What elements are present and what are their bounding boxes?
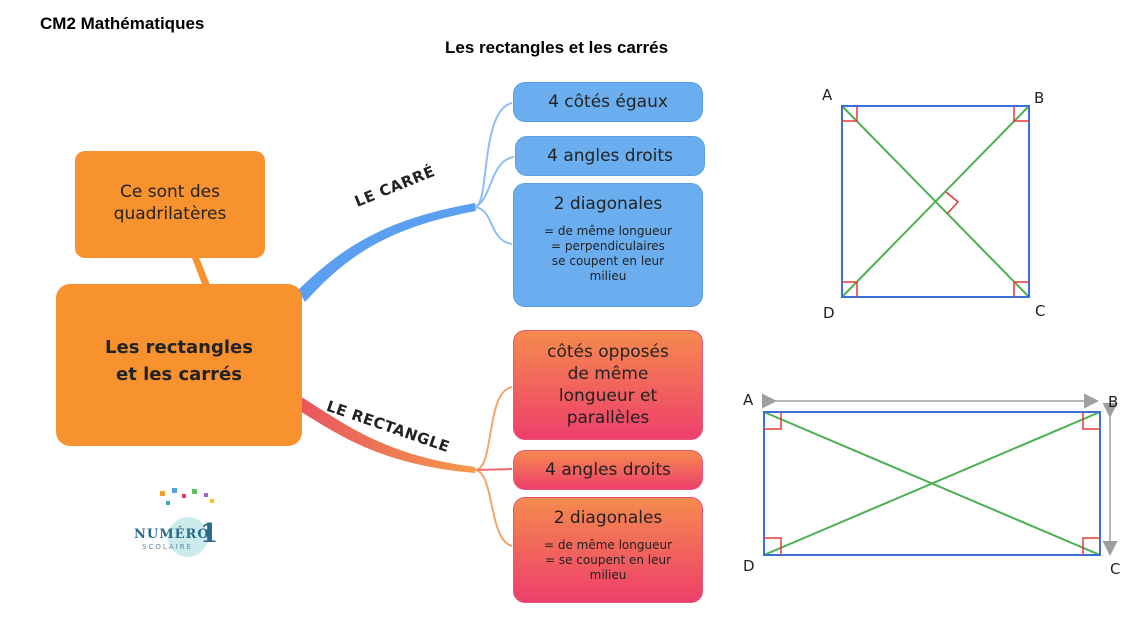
- rectangle-sides-line-4: parallèles: [566, 408, 650, 428]
- rectangle-right-angle-b: [1082, 412, 1100, 430]
- rectangle-right-angle-c: [1082, 537, 1100, 555]
- note-box: Ce sont des quadrilatères: [75, 151, 265, 258]
- square-figure: [841, 105, 1030, 298]
- rectangle-vertex-b: B: [1108, 393, 1119, 411]
- rectangle-sides-line-3: longueur et: [558, 386, 658, 406]
- rectangle-vertex-c: C: [1110, 560, 1121, 578]
- square-right-angle-d: [842, 281, 858, 297]
- note-line-1: Ce sont des: [120, 182, 220, 202]
- square-vertex-c: C: [1035, 302, 1046, 320]
- logo-text: NUMÉRO: [134, 527, 210, 542]
- rectangle-vertex-a: A: [743, 391, 754, 409]
- square-right-angle-b: [1013, 106, 1029, 122]
- logo-subtext: SCOLAIRE: [142, 543, 194, 551]
- square-vertex-b: B: [1034, 89, 1045, 107]
- rectangle-branch: [298, 395, 475, 473]
- square-item-angles-text: 4 angles droits: [547, 146, 673, 166]
- rectangle-item-angles-text: 4 angles droits: [545, 460, 671, 480]
- square-item-sides: 4 côtés égaux: [513, 82, 703, 122]
- course-title: CM2 Mathématiques: [40, 14, 205, 33]
- rectangle-figure: [762, 393, 1118, 556]
- rectangle-diagonal-bd: [763, 411, 1101, 556]
- rectangle-diagonals-detail-1: = de même longueur: [543, 538, 673, 552]
- rectangle-connector-2: [474, 468, 513, 471]
- square-item-sides-text: 4 côtés égaux: [548, 92, 668, 112]
- rectangle-right-angle-a: [764, 412, 782, 430]
- square-diagonals-detail-3: se coupent en leur: [551, 254, 665, 268]
- square-right-angle-center: [945, 191, 960, 215]
- square-diagonals-detail-1: = de même longueur: [543, 224, 673, 238]
- central-line-1: Les rectangles: [105, 337, 253, 358]
- rectangle-diagonals-detail-2: = se coupent en leur: [544, 553, 672, 567]
- rectangle-item-sides: côtés opposés de même longueur et parall…: [513, 330, 703, 440]
- page-title: Les rectangles et les carrés: [445, 38, 669, 57]
- square-diagonals-detail-2: = perpendiculaires: [551, 239, 665, 253]
- logo: NUMÉRO 1 SCOLAIRE: [130, 485, 230, 565]
- note-line-2: quadrilatères: [113, 204, 227, 224]
- square-connector-3: [474, 206, 513, 245]
- square-diagonals-detail-4: milieu: [589, 269, 627, 283]
- rectangle-vertex-d: D: [743, 557, 755, 575]
- note-stem: [192, 255, 212, 292]
- square-branch: [298, 203, 476, 302]
- rectangle-item-diagonals: 2 diagonales = de même longueur = se cou…: [513, 497, 703, 603]
- rectangle-right-angle-d: [764, 537, 782, 555]
- rectangle-sides-line-2: de même: [567, 364, 649, 384]
- rectangle-sides: [763, 411, 1101, 556]
- square-diagonals-title: 2 diagonales: [553, 194, 663, 214]
- square-right-angle-a: [842, 106, 858, 122]
- square-item-diagonals: 2 diagonales = de même longueur = perpen…: [513, 183, 703, 307]
- logo-graphic: [160, 488, 214, 557]
- rectangle-item-angles: 4 angles droits: [513, 450, 703, 490]
- rectangle-connector-3: [474, 469, 513, 547]
- square-right-angle-c: [1013, 281, 1029, 297]
- rectangle-diagonals-detail-3: milieu: [589, 568, 627, 582]
- square-vertex-d: D: [823, 304, 835, 322]
- rectangle-connector-1: [474, 386, 513, 471]
- square-vertex-a: A: [822, 86, 833, 104]
- square-diagonal-bd: [841, 105, 1030, 298]
- central-topic: Les rectangles et les carrés: [56, 284, 302, 446]
- square-connector-2: [474, 156, 515, 208]
- rectangle-sides-line-1: côtés opposés: [547, 342, 669, 362]
- rectangle-diagonals-title: 2 diagonales: [553, 508, 663, 528]
- square-connector-1: [474, 102, 513, 208]
- logo-digit: 1: [200, 519, 219, 549]
- square-sides: [841, 105, 1030, 298]
- square-item-angles: 4 angles droits: [515, 136, 705, 176]
- central-line-2: et les carrés: [116, 364, 242, 385]
